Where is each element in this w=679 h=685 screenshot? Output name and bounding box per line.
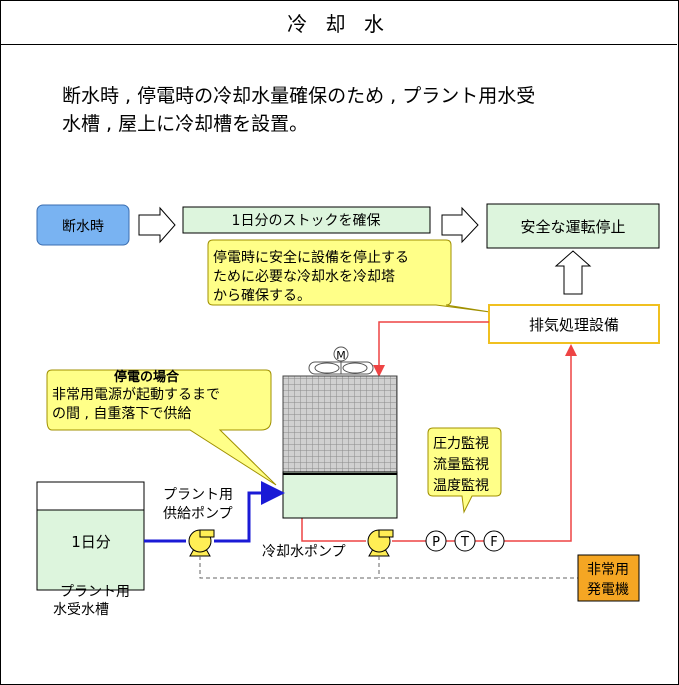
svg-text:流量監視: 流量監視 [433, 456, 489, 473]
generator-power-line [199, 556, 578, 579]
svg-text:の間 , 自重落下で供給: の間 , 自重落下で供給 [52, 406, 191, 422]
supply-pump-label-2: 供給ポンプ [163, 506, 233, 522]
lead-text: 断水時 , 停電時の冷却水量確保のため , プラント用水受 水槽 , 屋上に冷却… [62, 85, 536, 135]
plant-water-tank: 1日分 [36, 481, 145, 591]
exhaust-to-tower-pipe [373, 321, 489, 377]
svg-text:圧力監視: 圧力監視 [433, 435, 489, 452]
stock-box: 1日分のストックを確保 [182, 206, 431, 234]
emergency-generator-box: 非常用 発電機 [577, 554, 640, 602]
svg-text:1日分のストックを確保: 1日分のストックを確保 [232, 213, 381, 229]
svg-text:ために必要な冷却水を冷却塔: ために必要な冷却水を冷却塔 [213, 269, 395, 285]
exhaust-treatment-box: 排気処理設備 [488, 304, 660, 344]
cooling-pump-icon [367, 529, 394, 557]
slide-title: 冷 却 水 [0, 0, 677, 45]
svg-text:停電の場合: 停電の場合 [114, 369, 180, 385]
outage-box: 断水時 [36, 204, 130, 246]
svg-text:停電時に安全に設備を停止する: 停電時に安全に設備を停止する [213, 249, 409, 266]
svg-text:M: M [336, 349, 346, 362]
cooling-pump-label: 冷却水ポンプ [262, 544, 346, 560]
temperature-sensor-icon: T [454, 530, 476, 552]
tank-name-line2: 水受水槽 [53, 602, 109, 618]
svg-text:非常用電源が起動するまで: 非常用電源が起動するまで [52, 387, 220, 403]
power-outage-callout: 停電時に安全に設備を停止する ために必要な冷却水を冷却塔 から確保する。 [207, 239, 491, 313]
monitoring-callout: 圧力監視 流量監視 温度監視 [427, 427, 502, 514]
svg-text:排気処理設備: 排気処理設備 [529, 316, 619, 334]
supply-pump-icon [188, 529, 215, 557]
svg-text:非常用: 非常用 [587, 562, 629, 578]
pressure-sensor-icon: P [425, 530, 447, 552]
fan-motor-icon: M [308, 346, 374, 375]
svg-text:断水時: 断水時 [62, 219, 104, 235]
svg-text:発電機: 発電機 [587, 582, 629, 598]
flow-arrow-1 [138, 206, 176, 244]
supply-pump-label-1: プラント用 [163, 487, 233, 503]
svg-text:安全な運転停止: 安全な運転停止 [520, 218, 625, 236]
supply-pipe [144, 493, 279, 543]
cooling-return-pipe [301, 347, 571, 542]
svg-text:F: F [490, 535, 497, 550]
svg-text:から確保する。: から確保する。 [213, 288, 311, 304]
cooling-tower [282, 375, 398, 519]
up-arrow [554, 250, 592, 295]
flow-sensor-icon: F [483, 530, 505, 552]
safe-stop-box: 安全な運転停止 [486, 203, 660, 249]
svg-text:P: P [432, 535, 440, 550]
svg-text:1日分: 1日分 [71, 533, 111, 551]
svg-text:温度監視: 温度監視 [433, 477, 489, 494]
tank-name-line1: プラント用 [60, 584, 130, 600]
svg-text:T: T [460, 535, 469, 550]
flow-arrow-2 [441, 206, 479, 244]
outage-callout: 停電の場合 非常用電源が起動するまで の間 , 自重落下で供給 [46, 369, 277, 486]
